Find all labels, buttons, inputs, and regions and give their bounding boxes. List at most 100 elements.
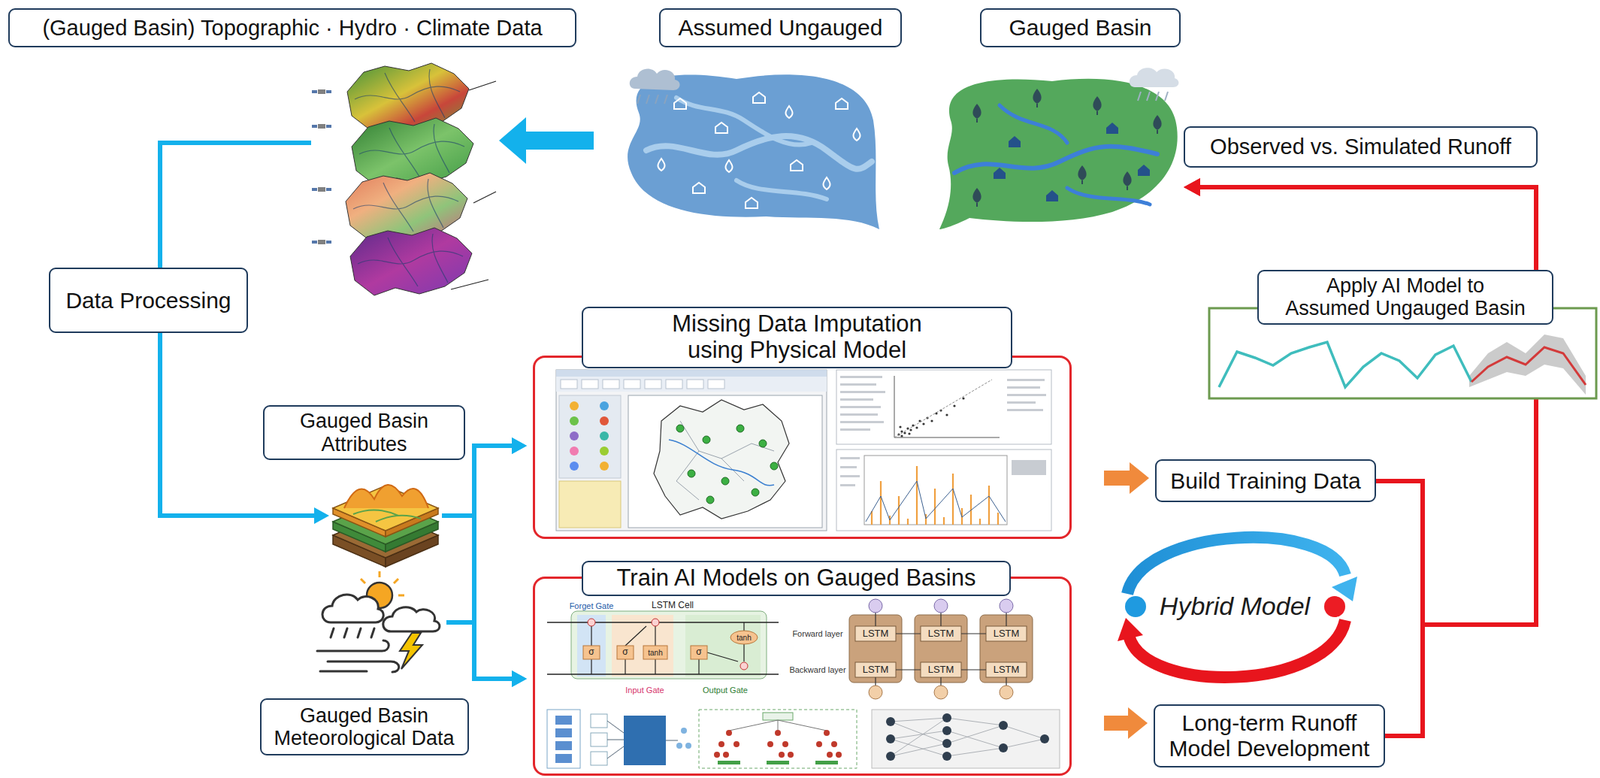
ai-model-diagrams-part-part-part bbox=[617, 645, 634, 660]
ungauged-basin-illustration-part-part bbox=[676, 97, 812, 146]
ai-model-diagrams-part-part-part bbox=[942, 713, 952, 723]
hybrid-cycle-part-part bbox=[1324, 595, 1346, 618]
model-screenshot-part-part bbox=[676, 424, 778, 504]
heading-box: Assumed Ungauged bbox=[659, 8, 902, 48]
model-screenshot-part-part bbox=[569, 461, 579, 471]
ai-model-diagrams-part-part-part bbox=[1003, 725, 1045, 739]
model-screenshot-part-part-part bbox=[602, 379, 620, 389]
arrow-head bbox=[511, 437, 527, 454]
model-screenshot-part-part-part bbox=[943, 517, 945, 525]
model-screenshot-part-part bbox=[599, 416, 609, 426]
cycle-label: Hybrid Model bbox=[1159, 592, 1310, 621]
model-screenshot-part-part bbox=[836, 449, 1052, 531]
gauged-basin-illustration-part-part bbox=[1146, 91, 1150, 101]
ai-model-diagrams-part-part bbox=[698, 709, 857, 769]
forecast-chart-part-part bbox=[1218, 341, 1472, 388]
ai-model-diagrams-part-part-part bbox=[934, 685, 948, 699]
model-screenshot-part-part bbox=[836, 369, 1052, 445]
basin-map-stack-part-part bbox=[351, 117, 474, 186]
model-screenshot-part-part-part bbox=[702, 435, 711, 444]
ungauged-basin-illustration-part-part bbox=[745, 197, 758, 209]
model-screenshot-part-part-part bbox=[1007, 378, 1045, 382]
arrow-head bbox=[499, 117, 527, 164]
model-screenshot-part-part-part bbox=[880, 480, 882, 525]
ai-model-diagrams-part-part-part bbox=[713, 751, 720, 758]
model-screenshot-part-part-part bbox=[751, 488, 760, 497]
weather-icon-part-part-part bbox=[360, 578, 366, 584]
ungauged-basin-illustration-part-part bbox=[725, 160, 732, 173]
connector bbox=[1103, 462, 1150, 494]
connector bbox=[160, 142, 312, 268]
connector-line bbox=[1103, 470, 1134, 486]
gauged-basin-illustration-part-part bbox=[1032, 88, 1041, 108]
layer-label: Forward layer bbox=[792, 629, 843, 639]
node-text: Apply AI Model to Assumed Ungauged Basin bbox=[1282, 274, 1528, 320]
model-screenshot-part-part-part bbox=[840, 428, 871, 431]
ai-model-diagrams-part-part-part bbox=[676, 742, 683, 749]
ai-model-diagrams-part-part bbox=[611, 614, 674, 677]
illustrated-node: Gauged Basin bbox=[934, 60, 1184, 232]
model-screenshot-part-part-part bbox=[721, 477, 729, 485]
weather-icon-part-part-part bbox=[393, 578, 399, 584]
terrain-layers-icon-part bbox=[332, 484, 439, 567]
model-screenshot-part-part bbox=[840, 375, 1047, 431]
ai-model-diagrams-part-part-part bbox=[624, 659, 626, 675]
ai-model-diagrams-part-part bbox=[590, 713, 608, 766]
connector bbox=[446, 437, 527, 623]
node-text: Assumed Ungauged bbox=[678, 15, 884, 41]
ungauged-basin-illustration-part-part bbox=[664, 94, 668, 104]
ungauged-basin-illustration-part-part bbox=[629, 69, 681, 91]
connector-line bbox=[446, 445, 515, 623]
ai-model-diagrams-part-part-part bbox=[890, 743, 947, 757]
ai-model-diagrams-part-part-part bbox=[942, 738, 952, 748]
process-box: Long-term Runoff Model Development bbox=[1153, 704, 1386, 768]
ai-model-diagrams-part-part-part bbox=[766, 760, 790, 765]
model-screenshot-part-part bbox=[628, 395, 823, 528]
model-screenshot-part-part-part bbox=[907, 518, 909, 525]
model-screenshot-part-part bbox=[653, 399, 790, 519]
basin-map-stack-part-part bbox=[354, 69, 460, 122]
ai-model-diagrams-part-part-part bbox=[998, 743, 1008, 753]
ai-model-diagrams-part-part-part bbox=[886, 734, 896, 744]
model-screenshot-part-part-part bbox=[934, 488, 936, 525]
model-screenshot-part-part-part bbox=[560, 379, 578, 389]
ai-model-diagrams-part-part-part bbox=[607, 720, 624, 733]
lstm-label: LSTM bbox=[993, 664, 1020, 675]
ungauged-basin-illustration-part-part bbox=[674, 98, 687, 109]
ai-model-diagrams-part-part-part bbox=[999, 598, 1014, 613]
node-text: (Gauged Basin) Topographic · Hydro · Cli… bbox=[42, 15, 542, 40]
gauged-basin-illustration-part-part bbox=[1122, 171, 1132, 191]
ai-model-diagrams-part-part-part bbox=[590, 751, 608, 766]
illustrated-node: Assumed Ungauged bbox=[593, 58, 884, 232]
basin-map-stack-part-part bbox=[350, 227, 472, 296]
weather-icon-part-part-part bbox=[344, 628, 348, 638]
gauged-basin-illustration-part-part bbox=[1008, 136, 1021, 148]
hybrid-cycle-part-part bbox=[1117, 617, 1144, 642]
ai-model-diagrams-part-part-part bbox=[665, 740, 678, 742]
ai-model-diagrams-part-part bbox=[868, 598, 1014, 613]
ai-model-diagrams-part-part-part bbox=[986, 626, 1027, 642]
ai-model-diagrams-part-part-part bbox=[654, 659, 656, 675]
weather-icon bbox=[309, 565, 447, 675]
ungauged-basin-illustration-part-part bbox=[790, 160, 803, 171]
lstm-label: LSTM bbox=[862, 628, 890, 639]
basin-map-stack-part-part bbox=[311, 187, 332, 192]
ai-model-diagrams-part-part-part bbox=[895, 668, 921, 670]
ai-model-diagrams-part-part-part bbox=[590, 659, 592, 675]
model-screenshot-part-part-part bbox=[900, 434, 903, 437]
gauged-basin-illustration-part-part bbox=[939, 78, 1178, 230]
model-screenshot-part-part-part bbox=[840, 375, 883, 379]
model-screenshot-part-part bbox=[840, 456, 1047, 487]
ai-model-diagrams-part-part-part bbox=[920, 662, 962, 678]
connector bbox=[1103, 707, 1148, 739]
model-screenshot-part-part-part bbox=[686, 379, 704, 389]
connector-line bbox=[520, 131, 594, 150]
model-screenshot-part-part-part bbox=[922, 422, 925, 425]
model-screenshot-part-part bbox=[599, 431, 609, 441]
terrain-layers-icon-part-part bbox=[353, 509, 421, 522]
basin-map-stack bbox=[311, 58, 500, 300]
model-screenshot-part-part-part bbox=[952, 473, 954, 525]
connector bbox=[441, 515, 527, 687]
ai-model-diagrams-part-part-part bbox=[555, 728, 572, 738]
basin-map-stack-part-part bbox=[473, 191, 497, 203]
